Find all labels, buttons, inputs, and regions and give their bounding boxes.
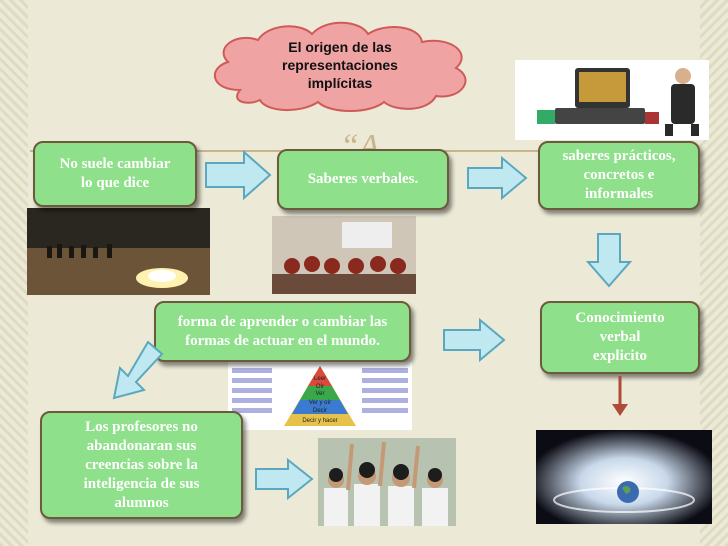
box-saberes-verbales: Saberes verbales. [277,149,449,210]
title-cloud [213,21,467,112]
learning-pyramid-image: Leer Oír Ver Ver y oír Decir Decir y hac… [228,362,412,430]
pyramid-level-4: Ver y oír [309,400,331,406]
box-conocimiento-verbal-text: Conocimiento verbal explicito [575,310,665,364]
box-los-profesores: Los profesores no abandonaran sus creenc… [40,411,243,519]
box-los-profesores-text: Los profesores no abandonaran sus creenc… [83,418,200,511]
box-saberes-practicos: saberes prácticos, concretos e informale… [538,141,700,210]
box-no-suele-cambiar: No suele cambiar lo que dice [33,141,197,207]
computer-businessman-photo [515,60,709,140]
pyramid-level-2: Oír [316,384,324,390]
diagram-title: El origen de las representaciones implíc… [282,39,398,91]
classroom-photo [272,216,416,294]
right-arrow-icon [255,458,314,500]
pyramid-level-5: Decir [313,408,327,414]
right-arrow-icon [205,150,272,200]
box-conocimiento-verbal: Conocimiento verbal explicito [540,301,700,374]
students-raising-hands-photo [318,438,456,526]
down-arrow-icon [612,376,628,416]
pyramid-level-6: Decir y hacer [302,418,337,424]
down-left-arrow-icon [112,340,164,400]
box-no-suele-cambiar-text: No suele cambiar lo que dice [59,156,171,191]
box-forma-de-aprender: forma de aprender o cambiar las formas d… [154,301,411,362]
pyramid-level-3: Ver [315,391,324,397]
pyramid-level-1: Leer [314,376,326,382]
box-saberes-practicos-text: saberes prácticos, concretos e informale… [562,148,676,202]
box-saberes-verbales-text: Saberes verbales. [307,171,419,187]
bonfire-night-photo [27,208,210,295]
down-arrow-icon [586,233,632,288]
box-forma-de-aprender-text: forma de aprender o cambiar las formas d… [177,313,388,349]
left-decorative-border [0,0,28,546]
right-arrow-icon [467,156,528,200]
glowing-earth-photo [536,430,712,524]
right-arrow-icon [443,318,506,362]
